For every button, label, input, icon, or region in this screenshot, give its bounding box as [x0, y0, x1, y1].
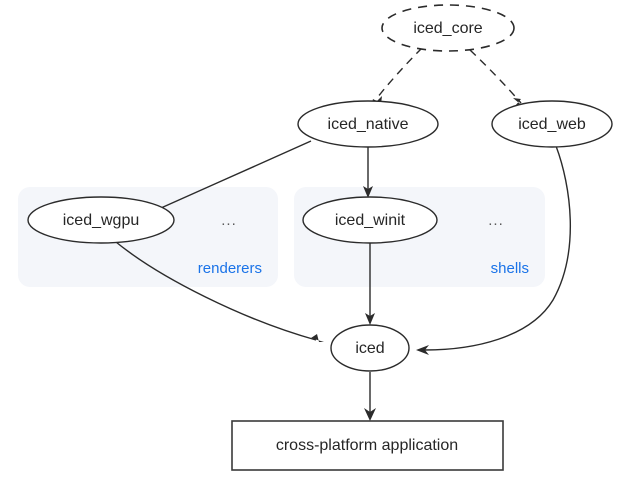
node-iced-native-shape[interactable]	[297, 100, 439, 148]
edge-iced-wgpu-to-iced	[115, 241, 324, 342]
arrow-head-icon	[311, 334, 324, 342]
node-iced-core[interactable]: iced_core	[381, 4, 515, 52]
cluster-renderers-ellipsis: ...	[221, 212, 237, 229]
arrow-head-icon	[364, 408, 376, 421]
node-iced-web-label: iced_web	[518, 116, 586, 133]
node-iced-winit[interactable]: iced_winit	[302, 196, 438, 244]
node-iced-native-label: iced_native	[328, 116, 409, 133]
node-iced-web[interactable]: iced_web	[491, 100, 613, 148]
node-iced-winit-label: iced_winit	[335, 212, 406, 229]
node-iced-core-shape[interactable]	[381, 4, 515, 52]
cluster-shells-label: shells	[491, 260, 529, 277]
edge-iced-native-to-iced-winit	[363, 147, 373, 198]
edge-path	[424, 145, 572, 351]
edge-path	[469, 49, 522, 104]
node-cross-platform-application[interactable]: cross-platform application	[231, 420, 504, 471]
node-iced-shape[interactable]	[330, 324, 410, 372]
node-application-shape[interactable]	[231, 420, 504, 471]
cluster-shells-ellipsis: ...	[488, 212, 504, 229]
node-iced-wgpu-shape[interactable]	[27, 196, 175, 244]
node-iced-web-shape[interactable]	[491, 100, 613, 148]
arrow-head-icon	[416, 345, 429, 355]
node-application-label: cross-platform application	[276, 437, 458, 454]
edge-iced-web-to-iced	[416, 145, 572, 355]
edge-iced-core-to-iced-web	[469, 49, 525, 108]
node-iced[interactable]: iced	[330, 324, 410, 372]
edge-path	[115, 241, 317, 341]
edge-iced-to-application	[364, 372, 376, 421]
node-iced-wgpu[interactable]: iced_wgpu	[27, 196, 175, 244]
edge-iced-core-to-iced-native	[371, 47, 423, 107]
edge-path	[373, 47, 423, 103]
arrow-head-icon	[365, 313, 375, 325]
node-iced-core-label: iced_core	[413, 20, 482, 37]
node-iced-winit-shape[interactable]	[302, 196, 438, 244]
edge-iced-winit-to-iced	[365, 243, 375, 325]
cluster-renderers-label: renderers	[198, 260, 262, 277]
arrow-head-icon	[363, 186, 373, 198]
node-iced-native[interactable]: iced_native	[297, 100, 439, 148]
node-iced-label: iced	[355, 340, 384, 357]
node-iced-wgpu-label: iced_wgpu	[63, 212, 140, 229]
edge-path	[151, 140, 312, 213]
